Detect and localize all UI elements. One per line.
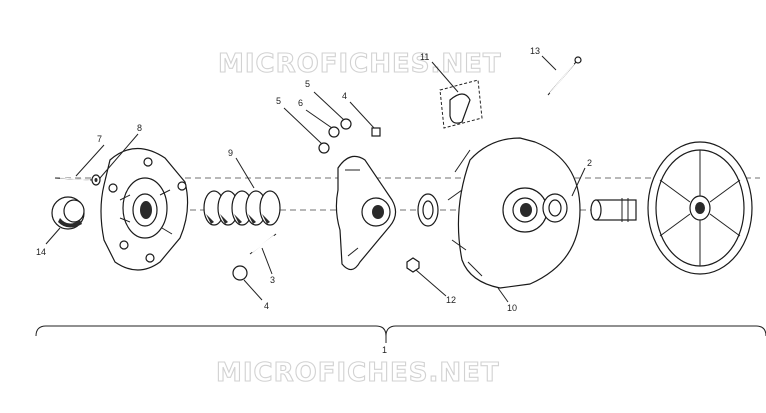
callout-12: 12: [446, 295, 456, 305]
pin-part: [249, 233, 277, 255]
watermark-bottom: MICROFICHES.NET: [216, 358, 500, 388]
leader-5a: [283, 107, 323, 145]
callout-13: 13: [530, 46, 540, 56]
leader-10: [497, 287, 509, 303]
callout-4-upper: 4: [342, 91, 347, 101]
leader-4a: [243, 279, 263, 301]
assembly-bracket: [35, 325, 766, 337]
nut-part-lower: [406, 257, 420, 273]
leader-8: [99, 133, 139, 179]
callout-4-lower: 4: [264, 301, 269, 311]
spider-part: [335, 155, 397, 271]
callout-9: 9: [228, 148, 233, 158]
callout-5-right: 5: [305, 79, 310, 89]
bushing-part-right: [542, 193, 568, 223]
fixed-sheave-part: [590, 141, 753, 275]
leader-14: [45, 227, 61, 245]
nut-part-upper: [318, 118, 381, 154]
washer-part: [91, 174, 101, 186]
leader-11: [431, 61, 459, 93]
leader-5b: [313, 91, 345, 121]
screw-part: [54, 177, 93, 181]
leader-7: [75, 144, 105, 177]
leader-13: [541, 55, 557, 71]
leader-6: [305, 109, 333, 129]
bushing-part: [51, 196, 85, 230]
callout-3: 3: [270, 275, 275, 285]
callout-2: 2: [587, 158, 592, 168]
cover-plate-part: [100, 147, 189, 271]
callout-10: 10: [507, 303, 517, 313]
callout-5-left: 5: [276, 96, 281, 106]
spring-part: [203, 190, 281, 226]
leader-2: [571, 167, 586, 197]
spacer-washer-part: [417, 193, 439, 227]
callout-11: 11: [420, 52, 429, 62]
leader-9: [235, 157, 255, 189]
watermark-top: MICROFICHES.NET: [218, 49, 502, 79]
callout-1: 1: [382, 345, 387, 355]
roller-part-lower: [232, 265, 248, 281]
leader-12: [415, 269, 447, 297]
callout-8: 8: [137, 123, 142, 133]
callout-14: 14: [36, 247, 46, 257]
leader-4b: [349, 101, 375, 129]
callout-7: 7: [97, 134, 102, 144]
clip-part: [439, 79, 483, 129]
leader-3: [261, 247, 273, 275]
callout-6: 6: [298, 98, 303, 108]
bolt-part: [547, 56, 582, 96]
